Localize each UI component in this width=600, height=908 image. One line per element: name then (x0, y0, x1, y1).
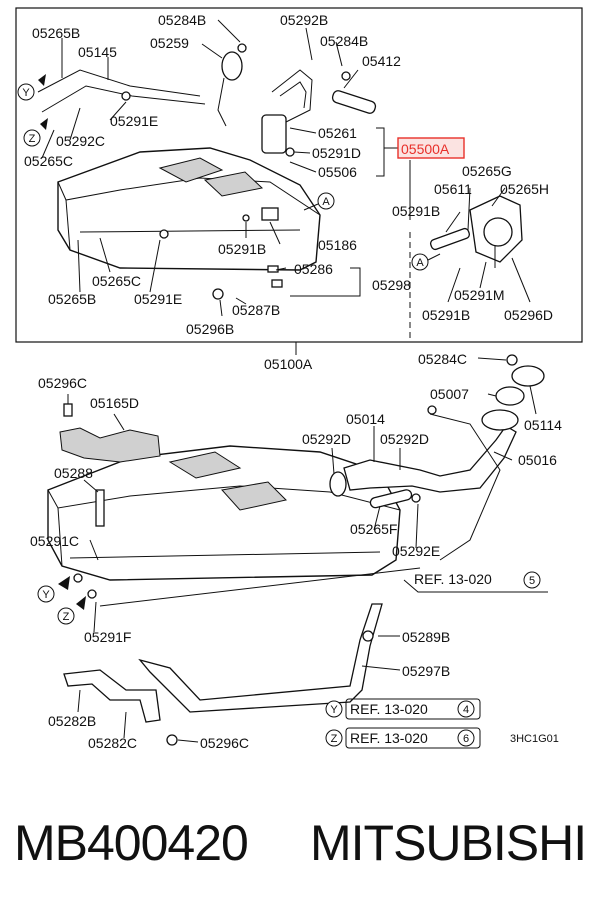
label-05291B: 05291B (218, 241, 266, 257)
label-05282C: 05282C (88, 735, 137, 751)
svg-text:REF. 13-020[interactable]: REF. 13-020 (350, 730, 428, 746)
label-05291E: 05291E (110, 113, 158, 129)
label-05500A[interactable]: 05500A (401, 141, 450, 157)
label-05287B: 05287B (232, 302, 280, 318)
label-05292D-right: 05292D (380, 431, 429, 447)
label-05291M: 05291M (454, 287, 505, 303)
svg-text:Z: Z (331, 733, 338, 745)
brand-name: MITSUBISHI (310, 815, 587, 871)
marker-y-upper: Y (17, 74, 46, 101)
label-05265H: 05265H (500, 181, 549, 197)
svg-text:5: 5 (529, 575, 535, 587)
label-05611: 05611 (434, 181, 472, 197)
svg-text:A: A (416, 257, 424, 269)
label-05292E: 05292E (392, 543, 440, 559)
label-05265C-lower: 05265C (92, 273, 141, 289)
label-05506: 05506 (318, 164, 357, 180)
svg-text:REF. 13-020[interactable]: REF. 13-020 (414, 571, 492, 587)
label-05265G: 05265G (462, 163, 512, 179)
lower-fuel-tank (47, 445, 401, 581)
label-05165D: 05165D (90, 395, 139, 411)
svg-text:A: A (322, 196, 330, 208)
svg-text:Z: Z (63, 611, 70, 623)
label-05291E-lower: 05291E (134, 291, 182, 307)
label-05284B-right: 05284B (320, 33, 368, 49)
footer: MB400420 MITSUBISHI (0, 800, 600, 908)
label-05296C-lower: 05296C (200, 735, 249, 751)
label-05291B-right: 05291B (392, 203, 440, 219)
label-05282B: 05282B (48, 713, 96, 729)
label-05297B: 05297B (402, 663, 450, 679)
label-05186: 05186 (318, 237, 357, 253)
label-05265B: 05265B (32, 25, 80, 41)
label-05145: 05145 (78, 44, 117, 60)
label-05100A: 05100A (264, 356, 313, 372)
part-number: MB400420 (14, 815, 249, 871)
svg-text:Y: Y (42, 589, 50, 601)
marker-z-upper: Z (23, 118, 48, 147)
label-05298: 05298 (372, 277, 411, 293)
svg-text:Z: Z (29, 133, 36, 145)
label-05265B-lower: 05265B (48, 291, 96, 307)
label-05291B-bottom: 05291B (422, 307, 470, 323)
label-05292D: 05292D (302, 431, 351, 447)
svg-text:REF. 13-020[interactable]: REF. 13-020 (350, 701, 428, 717)
marker-z-lower: Z (57, 596, 86, 625)
label-05265F: 05265F (350, 521, 397, 537)
marker-y-lower: Y (37, 576, 70, 603)
label-05292C: 05292C (56, 133, 105, 149)
label-05296D: 05296D (504, 307, 553, 323)
highlighted-part-05500A[interactable]: 05500A (397, 137, 465, 159)
label-05007: 05007 (430, 386, 469, 402)
diagram-code: 3HC1G01 (510, 733, 559, 745)
label-05291F: 05291F (84, 629, 131, 645)
label-05286: 05286 (294, 261, 333, 277)
svg-text:6: 6 (463, 733, 469, 745)
label-05261: 05261 (318, 125, 357, 141)
label-05284B: 05284B (158, 12, 206, 28)
label-05265C: 05265C (24, 153, 73, 169)
svg-text:Y: Y (22, 87, 30, 99)
marker-a-right: A (411, 253, 441, 271)
heat-shield (59, 427, 161, 463)
label-05412: 05412 (362, 53, 401, 69)
ref-13-020-5[interactable]: REF. 13-020 5 (414, 571, 541, 589)
label-05014: 05014 (346, 411, 385, 427)
label-05284C: 05284C (418, 351, 467, 367)
label-05292B: 05292B (280, 12, 328, 28)
label-05016: 05016 (518, 452, 557, 468)
upper-fuel-tank (57, 147, 321, 271)
tank-straps (63, 603, 383, 723)
fuel-tank-parts-diagram: Y Z A A Y Z 05265B 05145 05284B 05259 05… (15, 7, 583, 751)
upper-assembly-frame (15, 7, 583, 343)
label-05114: 05114 (524, 417, 562, 433)
label-05291C: 05291C (30, 533, 79, 549)
filler-neck-bracket (429, 195, 523, 268)
label-05289B: 05289B (402, 629, 450, 645)
filler-neck-assembly (329, 365, 545, 561)
label-05296B: 05296B (186, 321, 234, 337)
svg-text:4: 4 (463, 704, 469, 716)
ref-y-13-020-4[interactable]: Y REF. 13-020 4 (325, 698, 481, 720)
svg-text:Y: Y (330, 704, 338, 716)
marker-a-upper: A (303, 192, 335, 211)
label-05259: 05259 (150, 35, 189, 51)
ref-z-13-020-6[interactable]: Z REF. 13-020 6 (325, 727, 481, 749)
label-05291D: 05291D (312, 145, 361, 161)
label-05296C: 05296C (38, 375, 87, 391)
label-05288: 05288 (54, 465, 93, 481)
fuel-pump-assembly (217, 51, 377, 157)
